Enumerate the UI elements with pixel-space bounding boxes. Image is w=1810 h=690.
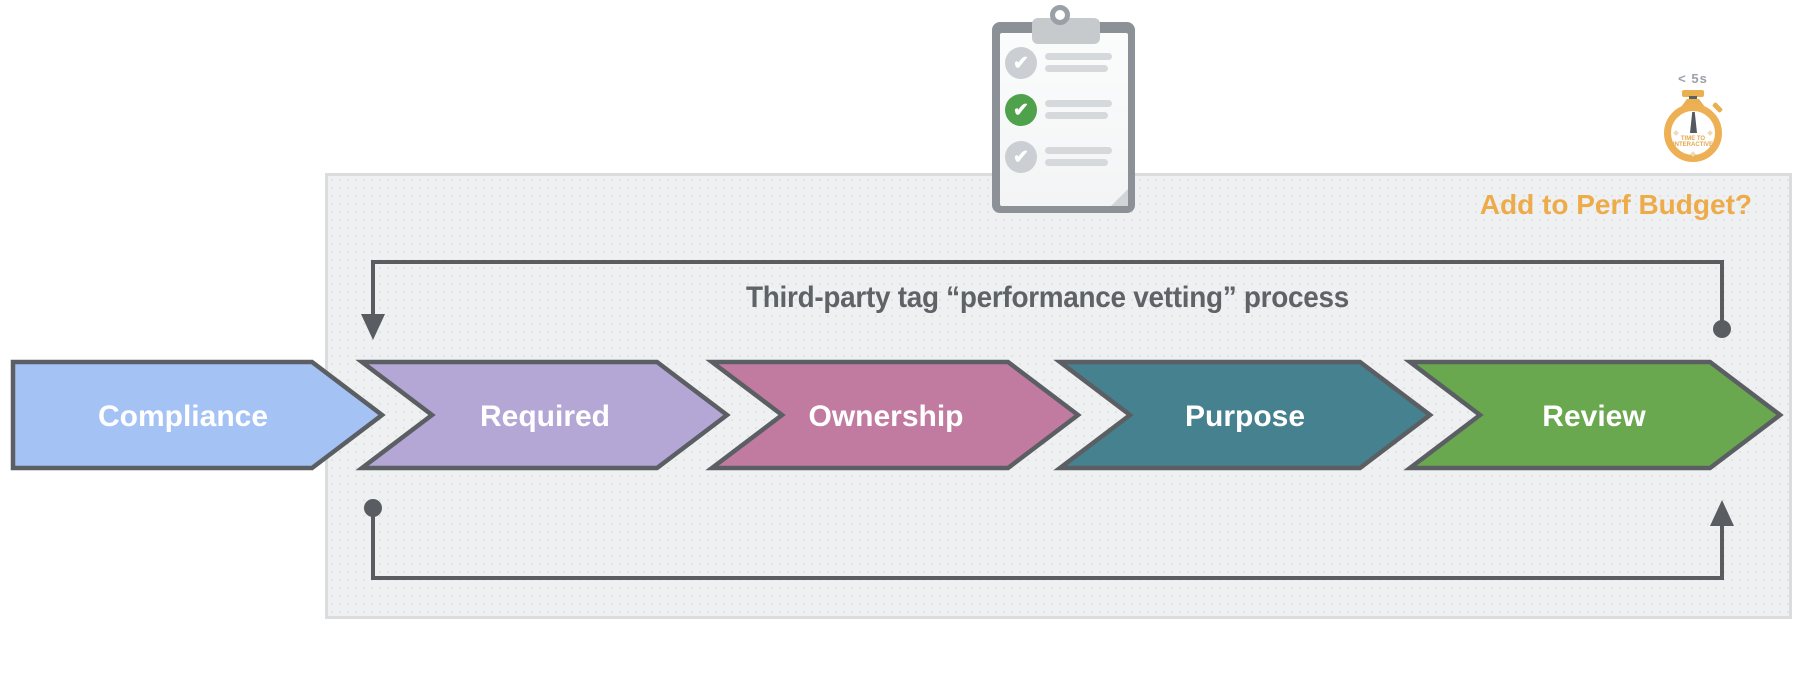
step-label-review: Review bbox=[1542, 400, 1646, 433]
text-line-bar bbox=[1045, 112, 1108, 119]
check-circle-icon-green: ✔ bbox=[1005, 94, 1037, 126]
caption-line-2: INTERACTIVE bbox=[1672, 142, 1713, 148]
step-labels: Compliance Required Ownership Purpose Re… bbox=[98, 400, 1646, 433]
diagram-title: Third-party tag “performance vetting” pr… bbox=[746, 281, 1349, 314]
check-circle-icon: ✔ bbox=[1005, 141, 1037, 173]
arrowhead-up-icon bbox=[1710, 500, 1734, 526]
feedback-markers bbox=[361, 314, 1734, 526]
text-line-bar bbox=[1045, 159, 1108, 166]
line-end-dot-top bbox=[1713, 320, 1731, 338]
paper-fold-corner bbox=[1111, 189, 1128, 206]
text-line-bar bbox=[1045, 65, 1108, 72]
caption-line-1: TIME TO bbox=[1680, 136, 1706, 142]
checklist-text-lines bbox=[1045, 53, 1112, 77]
text-line-bar bbox=[1045, 147, 1112, 154]
stopwatch-button bbox=[1682, 90, 1704, 97]
step-chevron-compliance bbox=[10, 359, 386, 471]
stopwatch-needle bbox=[1690, 112, 1697, 133]
step-label-purpose: Purpose bbox=[1185, 400, 1305, 433]
step-label-compliance: Compliance bbox=[98, 400, 268, 433]
feedback-line-bottom bbox=[371, 508, 1724, 580]
step-label-required: Required bbox=[480, 400, 610, 433]
checklist-text-lines bbox=[1045, 147, 1112, 171]
feedback-lines bbox=[371, 260, 1724, 580]
stopwatch-caption: TIME TO INTERACTIVE bbox=[1664, 136, 1722, 148]
checklist-item-2: ✔ bbox=[1005, 94, 1125, 126]
check-circle-icon: ✔ bbox=[1005, 47, 1037, 79]
checklist-clipboard-icon: ✔ ✔ ✔ bbox=[988, 4, 1138, 216]
stopwatch-icon: < 5s TIME TO INTERACTIVE bbox=[1655, 66, 1735, 176]
line-end-dot-bottom bbox=[364, 499, 382, 517]
clipboard-ring-icon bbox=[1050, 5, 1070, 25]
checklist-item-1: ✔ bbox=[1005, 47, 1125, 79]
process-steps bbox=[10, 359, 1784, 471]
step-label-ownership: Ownership bbox=[808, 400, 963, 433]
stopwatch-flare bbox=[1681, 99, 1705, 107]
text-line-bar bbox=[1045, 53, 1112, 60]
perf-budget-question: Add to Perf Budget? bbox=[1479, 189, 1752, 220]
checklist-text-lines bbox=[1045, 100, 1112, 124]
text-line-bar bbox=[1045, 100, 1112, 107]
step-chevron-review bbox=[1403, 359, 1784, 471]
arrowhead-down-icon bbox=[361, 314, 385, 340]
stopwatch-side-button bbox=[1711, 101, 1724, 114]
step-chevron-ownership bbox=[705, 359, 1082, 471]
feedback-line-top bbox=[371, 260, 1724, 329]
checklist-item-3: ✔ bbox=[1005, 141, 1125, 173]
step-chevron-required bbox=[355, 359, 731, 471]
step-chevron-purpose bbox=[1053, 359, 1434, 471]
time-threshold-label: < 5s bbox=[1678, 71, 1708, 86]
